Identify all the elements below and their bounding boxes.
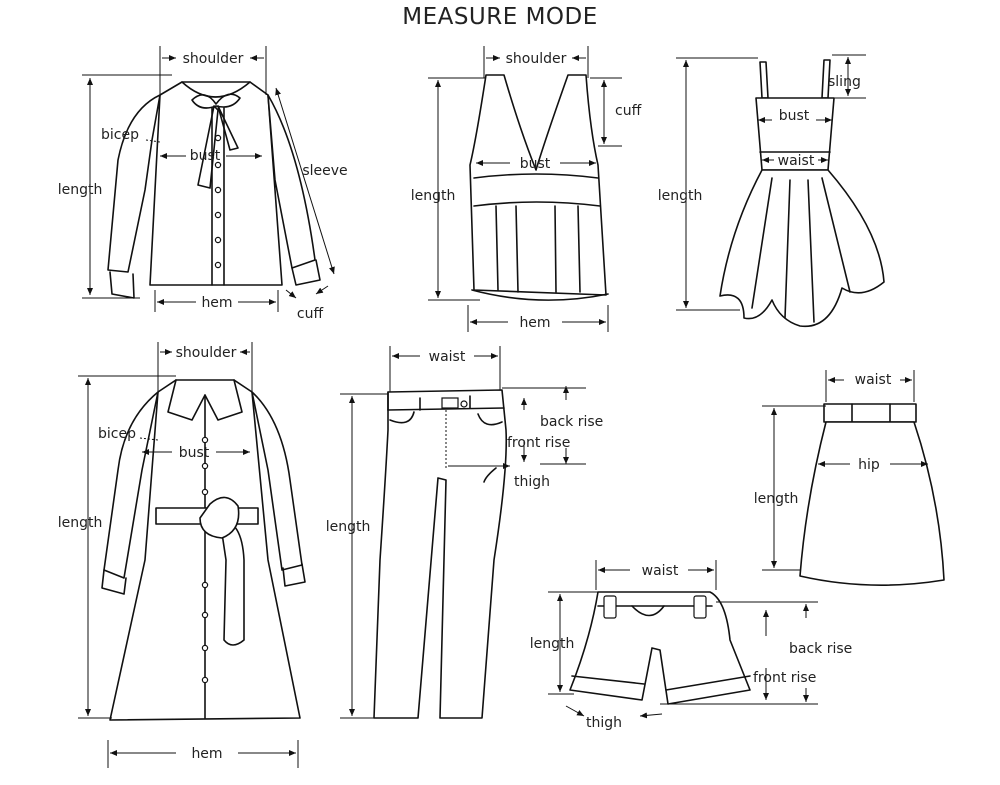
blouse-shoulder-label: shoulder [183, 51, 244, 67]
blouse-figure: shoulder length bicep bust sleeve hem cu… [58, 46, 348, 322]
diagram-title: MEASURE MODE [402, 4, 598, 30]
pants-drawing [373, 389, 508, 719]
coat-length-label: length [58, 515, 103, 531]
shorts-waist-label: waist [642, 563, 679, 579]
skirt-figure: waist hip length [754, 370, 945, 586]
pants-front-rise-label: front rise [507, 435, 570, 451]
shorts-length-label: length [530, 636, 575, 652]
coat-drawing [101, 379, 306, 721]
skirt-hip-label: hip [858, 457, 880, 473]
blouse-length-label: length [58, 182, 103, 198]
blouse-bust-label: bust [190, 148, 221, 164]
vest-shoulder-label: shoulder [506, 51, 567, 67]
coat-hem-label: hem [191, 746, 222, 762]
shorts-front-rise-label: front rise [753, 670, 816, 686]
vest-bust-label: bust [520, 156, 551, 172]
vest-drawing [469, 74, 609, 301]
blouse-drawing [107, 81, 321, 299]
dress-waist-label: waist [778, 153, 815, 169]
coat-figure: shoulder length bicep bust hem [58, 342, 306, 768]
shorts-thigh-label: thigh [586, 715, 622, 731]
blouse-hem-label: hem [201, 295, 232, 311]
skirt-drawing [799, 403, 945, 586]
vest-cuff-label: cuff [615, 103, 642, 119]
coat-bicep-label: bicep [98, 426, 136, 442]
dress-length-label: length [658, 188, 703, 204]
pants-back-rise-label: back rise [540, 414, 603, 430]
blouse-sleeve-label: sleeve [302, 163, 347, 179]
skirt-length-label: length [754, 491, 799, 507]
shorts-figure: waist length back rise front rise thigh [530, 560, 852, 731]
blouse-cuff-label: cuff [297, 306, 324, 322]
vest-hem-label: hem [519, 315, 550, 331]
coat-bust-label: bust [179, 445, 210, 461]
coat-shoulder-label: shoulder [176, 345, 237, 361]
shorts-drawing [569, 591, 751, 705]
pants-figure: waist length back rise front rise thigh [326, 346, 603, 719]
pants-waist-label: waist [429, 349, 466, 365]
dress-bust-label: bust [779, 108, 810, 124]
vest-length-label: length [411, 188, 456, 204]
shorts-back-rise-label: back rise [789, 641, 852, 657]
dress-drawing [719, 59, 885, 328]
pants-length-label: length [326, 519, 371, 535]
pants-thigh-label: thigh [514, 474, 550, 490]
dress-figure: sling bust waist length [658, 54, 885, 328]
blouse-bicep-label: bicep [101, 127, 139, 143]
dress-sling-label: sling [828, 74, 861, 90]
vest-figure: shoulder cuff bust length hem [411, 46, 642, 332]
skirt-waist-label: waist [855, 372, 892, 388]
